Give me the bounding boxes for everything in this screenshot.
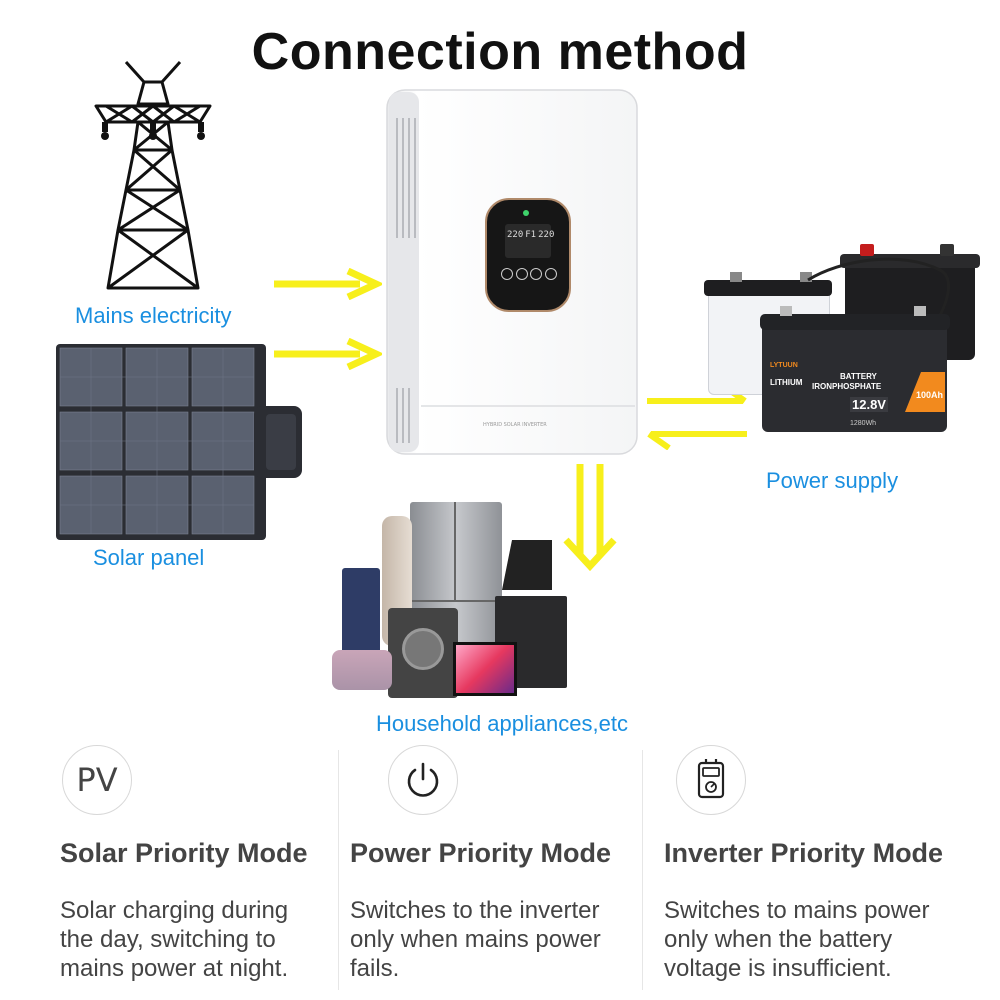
display-button[interactable]: [544, 268, 557, 280]
pv-icon-text: PV: [76, 761, 118, 799]
battery-line2: BATTERY: [840, 372, 877, 381]
svg-text:HYBRID SOLAR INVERTER: HYBRID SOLAR INVERTER: [483, 422, 547, 428]
solar-panel-image: [56, 344, 302, 540]
mode-description-line: only when the battery: [664, 926, 893, 953]
mode-title: Solar Priority Mode: [60, 838, 308, 868]
mode-title: Inverter Priority Mode: [664, 838, 944, 868]
battery-line3: IRONPHOSPHATE: [812, 382, 882, 391]
mode-description: Switches to mains power only when the ba…: [664, 896, 929, 983]
battery-capacity: 100Ah: [916, 390, 944, 400]
household-appliances-image: [330, 500, 580, 700]
mode-description-line: fails.: [350, 955, 400, 982]
mode-description: Solar charging during the day, switching…: [60, 896, 288, 983]
mode-title: Power Priority Mode: [350, 838, 612, 868]
battery-meter-icon: [676, 745, 746, 815]
page-title: Connection method: [251, 23, 749, 81]
mode-description: Switches to the inverter only when mains…: [350, 896, 601, 983]
display-button[interactable]: [515, 268, 528, 280]
mode-description-line: voltage is insufficient.: [664, 955, 892, 982]
arrow-down-icon: [563, 464, 617, 572]
mode-description-line: the day, switching to: [60, 926, 276, 953]
battery-group-image: LYTUUN LITHIUM BATTERY IRONPHOSPHATE 100…: [700, 240, 985, 435]
mains-electricity-label: Mains electricity: [75, 303, 232, 328]
battery-voltage: 12.8V: [850, 397, 888, 412]
transmission-tower-icon: [94, 60, 212, 290]
display-button-row: [501, 268, 557, 280]
arrow-right-icon: [274, 338, 382, 370]
divider: [338, 750, 339, 990]
display-right-value: 220: [538, 230, 555, 240]
arrow-left-icon: [647, 431, 747, 450]
mode-description-line: Solar charging during: [60, 897, 289, 924]
mode-description-line: Switches to the inverter: [350, 897, 600, 924]
power-supply-label: Power supply: [766, 468, 899, 493]
display-mid-value: F1: [525, 230, 537, 240]
solar-panel-label: Solar panel: [93, 545, 205, 570]
mode-description-line: Switches to mains power: [664, 897, 930, 924]
mode-description-line: only when mains power: [350, 926, 601, 953]
battery-line1: LITHIUM: [770, 378, 803, 387]
battery-energy: 1280Wh: [850, 420, 877, 427]
power-icon: [388, 745, 458, 815]
divider: [642, 750, 643, 990]
battery-brand: LYTUUN: [770, 362, 798, 369]
display-left-value: 220: [507, 230, 524, 240]
arrow-right-icon: [274, 268, 382, 300]
pv-icon: PV: [62, 745, 132, 815]
mode-description-line: mains power at night.: [60, 955, 289, 982]
household-appliances-label: Household appliances,etc: [376, 711, 628, 736]
display-button[interactable]: [501, 268, 513, 280]
display-button[interactable]: [530, 268, 543, 280]
